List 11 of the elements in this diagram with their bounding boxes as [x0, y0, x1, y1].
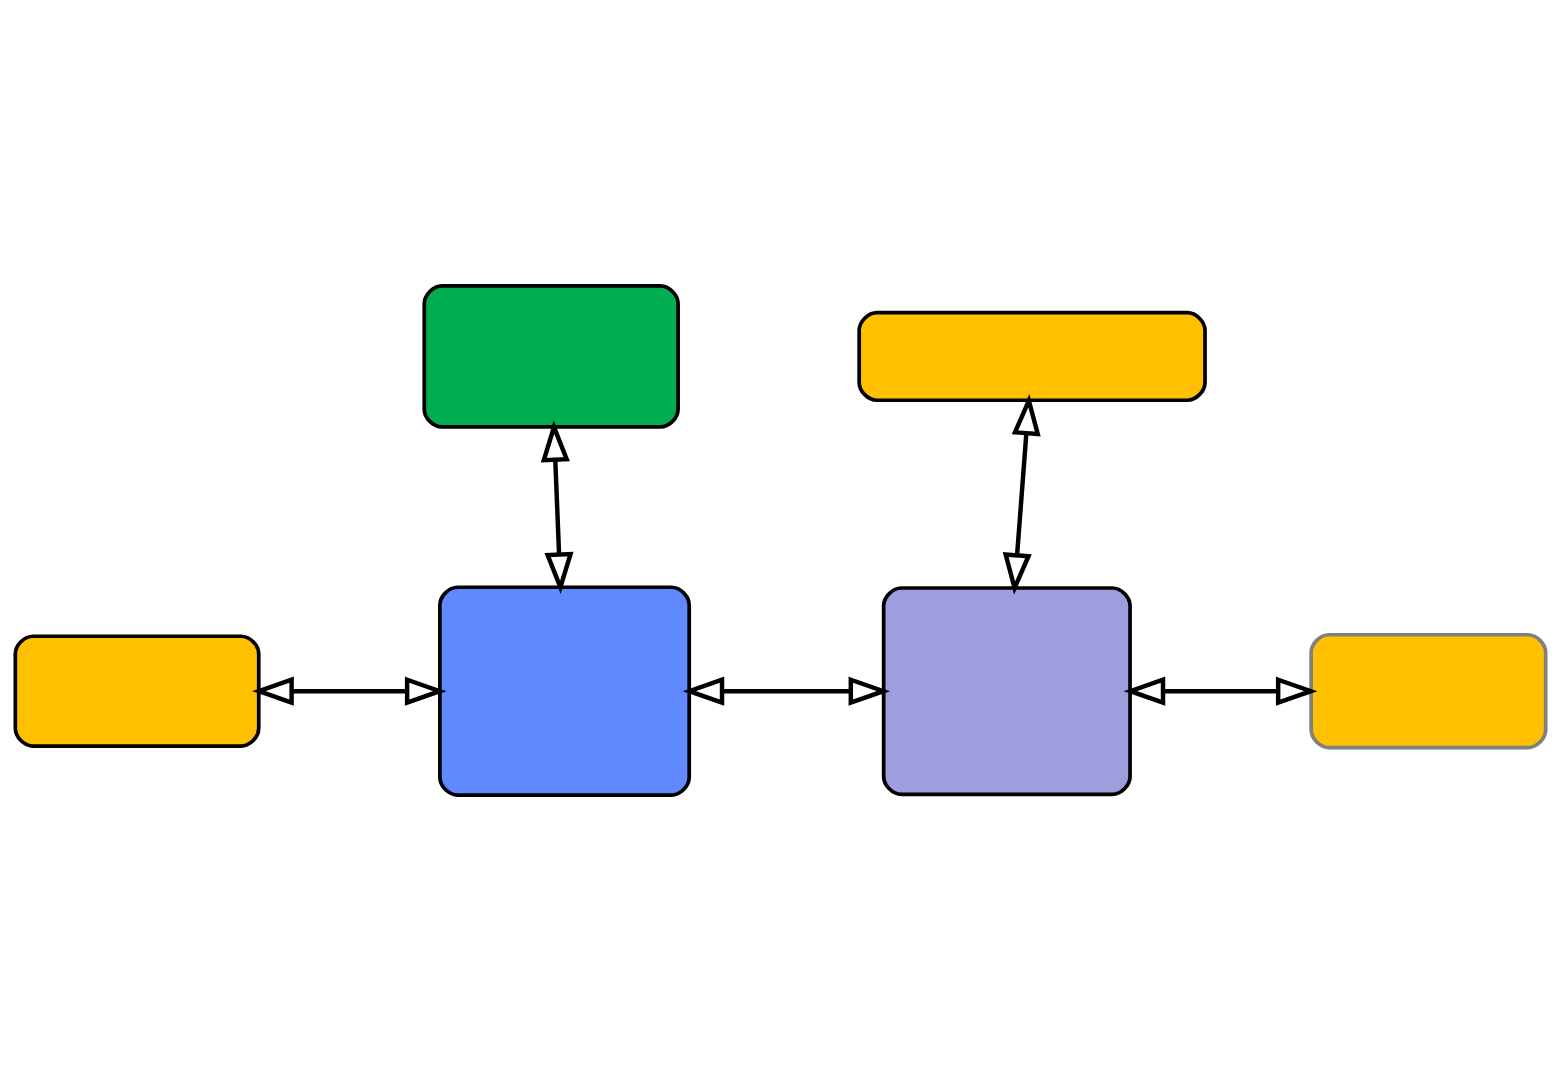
node-box — [881, 586, 1132, 797]
arrow — [540, 420, 574, 594]
arrow — [682, 676, 891, 706]
node-box — [1309, 632, 1548, 750]
arrow — [252, 676, 447, 706]
node-box — [13, 634, 261, 748]
node-box — [438, 585, 692, 797]
arrow — [1002, 393, 1041, 595]
node-box — [422, 284, 680, 429]
node-box — [857, 310, 1207, 403]
arrow — [1123, 676, 1318, 706]
